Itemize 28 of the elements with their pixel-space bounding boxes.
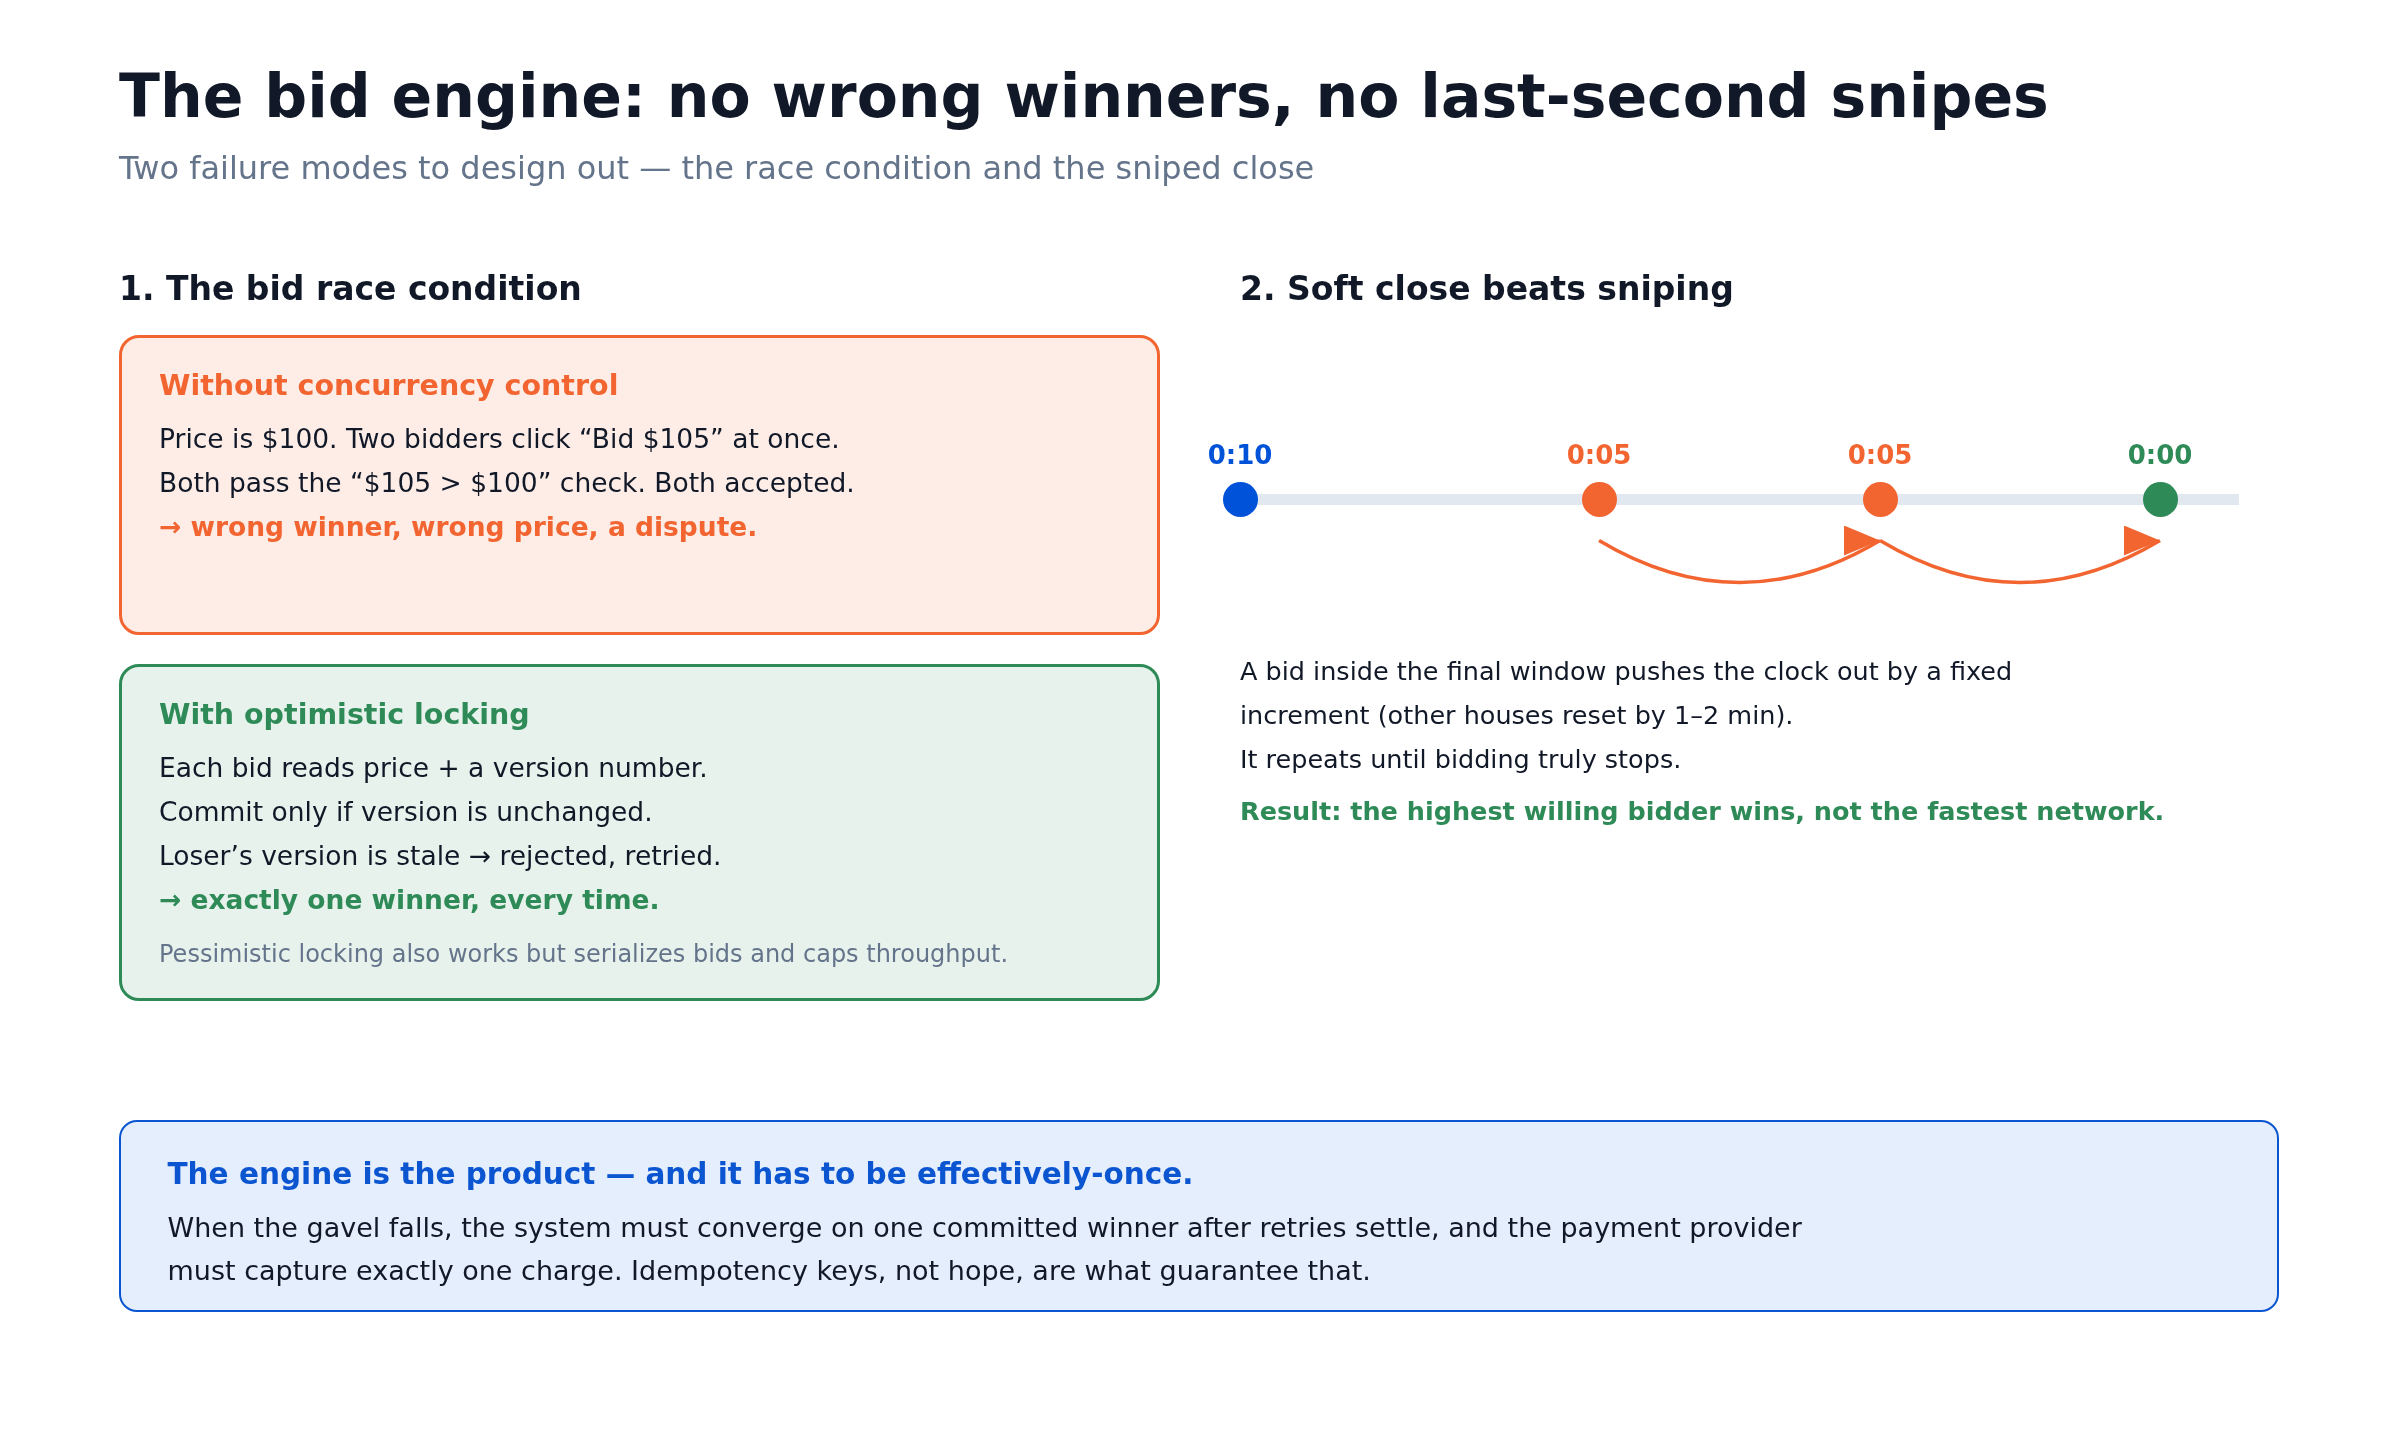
card-text: Both pass the “$105 > $100” check. Both accepted. (159, 466, 855, 500)
time-label: 0:00 (2127, 440, 2193, 470)
section-heading: 1. The bid race condition (119, 270, 582, 308)
diagram-title: The bid engine: no wrong winners, no last-second snipes (119, 62, 2049, 130)
curved-arrow (1879, 525, 2161, 585)
curved-arrow (1598, 525, 1881, 585)
outcome-text: → exactly one winner, every time. (159, 883, 660, 917)
summary-card (119, 1120, 2279, 1312)
problem-card (119, 335, 1160, 635)
card-text: Commit only if version is unchanged. (159, 795, 653, 829)
card-text: Loser’s version is stale → rejected, retried. (159, 839, 722, 873)
card-text: Price is $100. Two bidders click “Bid $105” at once. (159, 422, 840, 456)
outcome-text: → wrong winner, wrong price, a dispute. (159, 510, 758, 544)
solution-card (119, 664, 1160, 1001)
card-text: Each bid reads price + a version number. (159, 751, 708, 785)
time-label: 0:05 (1566, 440, 1632, 470)
time-label: 0:05 (1847, 440, 1913, 470)
card-heading: The engine is the product — and it has to be effectively-once. (167, 1156, 1194, 1191)
time-label: 0:10 (1207, 440, 1273, 470)
card-heading: With optimistic locking (159, 698, 530, 732)
subtitle: Two failure modes to design out — the race condition and the sniped close (119, 149, 1315, 187)
paragraph-text: A bid inside the final window pushes the clock out by a fixed increment (other houses reset by 1–2 min). (1240, 655, 2014, 732)
footnote-text: Pessimistic locking also works but serializes bids and caps throughput. (159, 939, 1009, 970)
card-text: When the gavel falls, the system must converge on one committed winner after retries settle, and the payment provider must capture exactly one charge. Idempotency keys, not hope, are what guarantee that. (167, 1211, 1803, 1288)
section-heading: 2. Soft close beats sniping (1240, 270, 1734, 308)
result-text: Result: the highest willing bidder wins, not the fastest network. (1240, 795, 2165, 828)
paragraph-text: It repeats until bidding truly stops. (1240, 742, 1683, 776)
card-heading: Without concurrency control (159, 369, 619, 403)
